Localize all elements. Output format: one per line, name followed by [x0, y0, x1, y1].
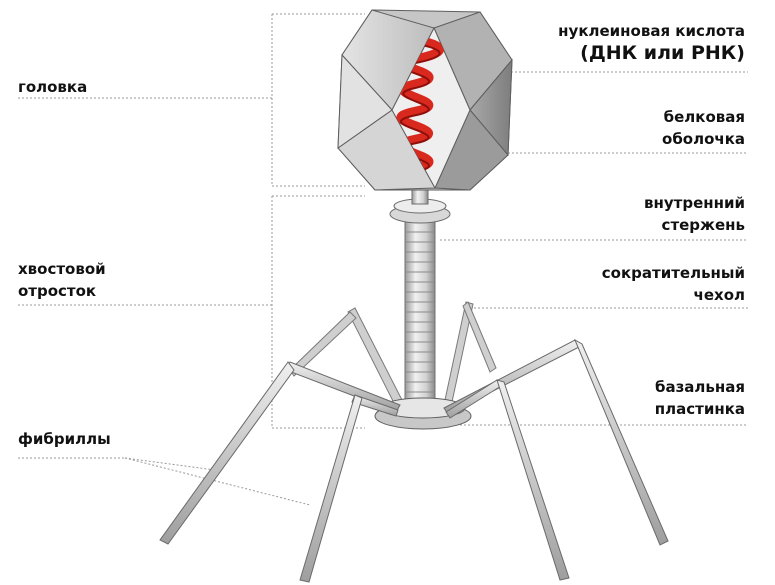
label-plate-line2: пластинка [655, 398, 745, 420]
label-fibrils: фибриллы [18, 428, 111, 450]
label-core-line2: стержень [644, 214, 745, 236]
label-head: головка [18, 76, 87, 98]
label-fibrils-text: фибриллы [18, 428, 111, 450]
label-head-text: головка [18, 76, 87, 98]
label-sheath-line2: чехол [602, 284, 745, 306]
label-contractile-sheath: сократительный чехол [602, 262, 745, 306]
label-coat-line2: оболочка [662, 128, 745, 150]
collar [390, 186, 450, 223]
back-legs [290, 302, 496, 405]
label-protein-coat: белковая оболочка [662, 106, 745, 150]
label-nucleic-line1: нуклеиновая кислота [558, 20, 745, 42]
label-plate-line1: базальная [655, 376, 745, 398]
label-inner-core: внутренний стержень [644, 192, 745, 236]
label-base-plate: базальная пластинка [655, 376, 745, 420]
label-core-line1: внутренний [644, 192, 745, 214]
label-tail-line2: отросток [18, 280, 106, 302]
fibrils-pointer-2 [125, 458, 215, 470]
tail-sheath [405, 222, 435, 400]
label-nucleic-acid: нуклеиновая кислота (ДНК или РНК) [558, 20, 745, 64]
label-sheath-line1: сократительный [602, 262, 745, 284]
label-tail: хвостовой отросток [18, 258, 106, 302]
label-nucleic-line2: (ДНК или РНК) [558, 42, 745, 64]
label-tail-line1: хвостовой [18, 258, 106, 280]
label-coat-line1: белковая [662, 106, 745, 128]
